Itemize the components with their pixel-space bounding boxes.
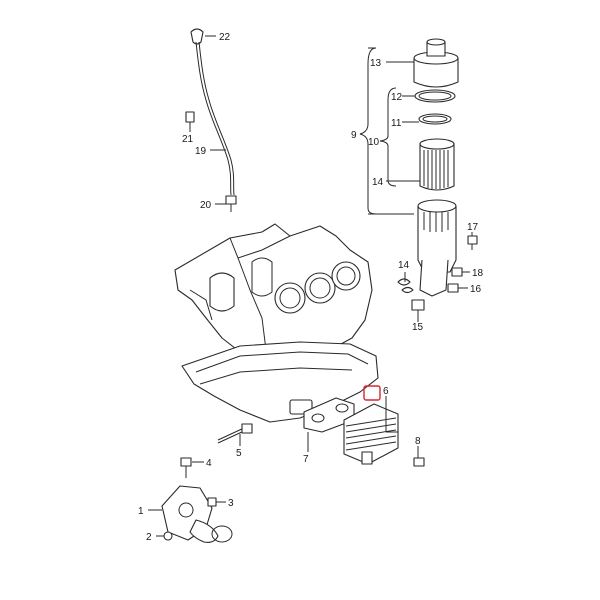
callout-4: 4 [206, 458, 212, 469]
level-sensor-5 [217, 423, 253, 444]
callout-11: 11 [391, 118, 402, 129]
dipstick-handle [190, 28, 204, 45]
oil-cooler-assembly [303, 385, 425, 467]
screw-3 [207, 497, 217, 507]
callout-1: 1 [138, 506, 144, 517]
dipstick-assembly [185, 28, 237, 212]
sensor-15 [411, 299, 425, 311]
callout-10: 10 [368, 137, 380, 148]
highlight-marker [363, 385, 381, 401]
dipstick-bracket-bolt [185, 111, 195, 123]
callout-2: 2 [146, 532, 152, 543]
callout-12: 12 [391, 92, 403, 103]
callout-14-filter: 14 [372, 177, 384, 188]
callout-13: 13 [370, 58, 382, 69]
seal-2 [163, 531, 173, 541]
callout-14-seal: 14 [398, 260, 410, 271]
dipstick-seal-ring [225, 195, 237, 205]
callout-3: 3 [228, 498, 234, 509]
screw-16 [447, 283, 459, 293]
callout-18: 18 [472, 268, 484, 279]
seal-ring-14 [397, 278, 411, 286]
callout-17: 17 [467, 222, 479, 233]
callout-8: 8 [415, 436, 421, 447]
callout-7: 7 [303, 454, 309, 465]
bolt-17 [467, 235, 478, 245]
callout-19: 19 [195, 146, 207, 157]
bolt-8 [413, 457, 425, 467]
callout-6: 6 [383, 386, 389, 397]
callout-9: 9 [351, 130, 357, 141]
bolt-18 [451, 267, 463, 277]
filter-element [419, 144, 455, 191]
oil-pump-assembly [161, 457, 233, 543]
bolt-4 [180, 457, 192, 467]
callout-15: 15 [412, 322, 424, 333]
callout-5: 5 [236, 448, 242, 459]
leader-lines [148, 35, 473, 537]
callout-20: 20 [200, 200, 212, 211]
oil-filter-assembly [397, 38, 478, 318]
dipstick-tube [195, 41, 232, 196]
callout-labels: 22 21 19 20 13 12 11 9 10 14 17 14 18 16… [138, 32, 484, 543]
engine-block [174, 223, 373, 363]
callout-16: 16 [470, 284, 482, 295]
callout-22: 22 [219, 32, 231, 43]
callout-21: 21 [182, 134, 194, 145]
